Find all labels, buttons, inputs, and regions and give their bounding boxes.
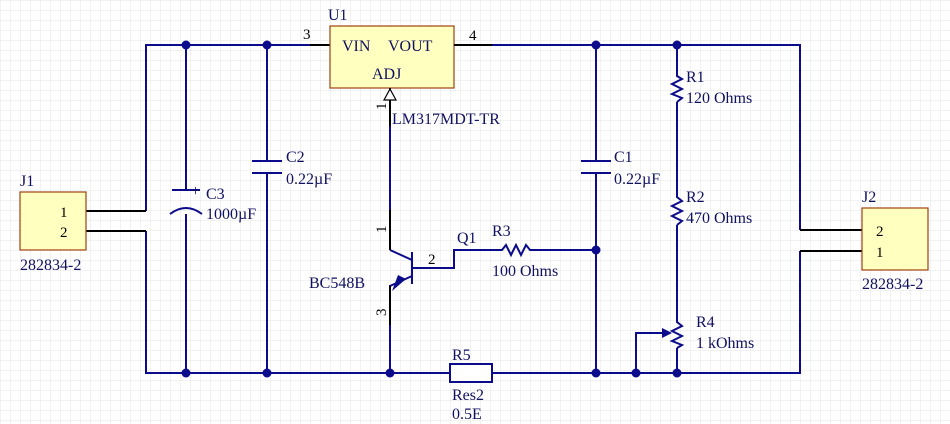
j1-connector[interactable]: J1 1 2 282834-2 bbox=[19, 173, 87, 274]
q1-pin1-number: 1 bbox=[374, 226, 390, 234]
j1-part-number: 282834-2 bbox=[20, 257, 81, 274]
junction-dot bbox=[181, 40, 191, 50]
c2-value: 0.22µF bbox=[286, 171, 332, 188]
r4-wiper-arrow-icon bbox=[662, 328, 672, 338]
r3-value: 100 Ohms bbox=[492, 263, 558, 280]
junction-dot bbox=[262, 40, 272, 50]
r3-resistor[interactable]: R3 100 Ohms bbox=[492, 223, 558, 280]
r2-designator: R2 bbox=[686, 189, 705, 206]
r5-body bbox=[449, 363, 493, 383]
q1-pin3-number: 3 bbox=[374, 309, 390, 317]
j2-connector[interactable]: J2 2 1 282834-2 bbox=[861, 189, 929, 293]
c3-polarity-mark: + bbox=[191, 183, 200, 200]
junction-dot bbox=[591, 40, 601, 50]
u1-pin1-number: 1 bbox=[374, 103, 390, 111]
q1-emitter-arrow-icon bbox=[392, 275, 406, 291]
r1-zigzag-icon bbox=[669, 72, 685, 103]
j1-designator: J1 bbox=[20, 173, 34, 190]
c3-designator: C3 bbox=[206, 186, 225, 203]
r2-zigzag-icon bbox=[669, 193, 685, 226]
c3-plate-negative bbox=[169, 207, 203, 215]
r4-value: 1 kOhms bbox=[696, 335, 754, 352]
u1-pin-vin-label: VIN bbox=[342, 38, 371, 55]
wire-r4-wiper bbox=[635, 332, 663, 373]
r3-designator: R3 bbox=[492, 223, 511, 240]
u1-part-number: LM317MDT-TR bbox=[392, 111, 500, 128]
j2-pin2-label: 2 bbox=[876, 224, 884, 240]
junction-dot bbox=[262, 368, 272, 378]
junction-dot bbox=[631, 368, 641, 378]
r1-resistor[interactable]: R1 120 Ohms bbox=[669, 69, 752, 107]
q1-transistor[interactable]: 1 2 3 Q1 BC548B bbox=[309, 210, 477, 325]
j2-designator: J2 bbox=[862, 189, 876, 206]
wire-output-rail bbox=[454, 44, 801, 230]
r2-value: 470 Ohms bbox=[686, 210, 752, 227]
r5-part: Res2 bbox=[452, 387, 484, 404]
junction-dot bbox=[385, 368, 395, 378]
c3-value: 1000µF bbox=[206, 206, 256, 223]
j2-body[interactable] bbox=[861, 207, 929, 271]
wires bbox=[145, 44, 801, 374]
u1-designator: U1 bbox=[328, 7, 348, 24]
junction-dot bbox=[672, 40, 682, 50]
connector-pins bbox=[86, 44, 862, 252]
junction-dot bbox=[672, 368, 682, 378]
u1-pin-vout-label: VOUT bbox=[388, 38, 433, 55]
r5-value: 0.5E bbox=[452, 406, 482, 423]
u1-adj-arrow-icon bbox=[382, 87, 398, 101]
junction-dot bbox=[591, 245, 601, 255]
u1-regulator[interactable]: U1 VIN VOUT ADJ 3 4 1 LM317MDT-TR bbox=[303, 7, 500, 128]
wire-ground-rail-left bbox=[145, 231, 450, 374]
r4-designator: R4 bbox=[696, 314, 715, 331]
c1-designator: C1 bbox=[614, 149, 633, 166]
junctions bbox=[181, 40, 682, 378]
c3-capacitor[interactable]: + C3 1000µF bbox=[169, 183, 256, 223]
c2-designator: C2 bbox=[286, 149, 305, 166]
j2-pin1-label: 1 bbox=[876, 245, 884, 261]
r3-zigzag-icon bbox=[497, 242, 535, 258]
r1-designator: R1 bbox=[686, 69, 705, 86]
r5-resistor[interactable]: R5 Res2 0.5E bbox=[449, 347, 493, 423]
j2-part-number: 282834-2 bbox=[862, 276, 923, 293]
j1-body[interactable] bbox=[19, 191, 87, 251]
j1-pin1-label: 1 bbox=[60, 205, 68, 221]
u1-pin3-number: 3 bbox=[303, 27, 311, 43]
junction-dot bbox=[591, 368, 601, 378]
r5-designator: R5 bbox=[452, 347, 471, 364]
q1-collector-line bbox=[389, 249, 413, 261]
wire-input-rail bbox=[145, 44, 310, 211]
q1-designator: Q1 bbox=[457, 230, 477, 247]
j1-pin2-label: 2 bbox=[60, 225, 68, 241]
r2-resistor[interactable]: R2 470 Ohms bbox=[669, 189, 752, 227]
u1-pin4-number: 4 bbox=[469, 28, 477, 44]
q1-part-number: BC548B bbox=[309, 275, 365, 292]
q1-pin2-number: 2 bbox=[428, 252, 436, 268]
junction-dot bbox=[181, 368, 191, 378]
c1-capacitor[interactable]: C1 0.22µF bbox=[581, 149, 660, 188]
r4-zigzag-icon bbox=[669, 318, 685, 349]
r4-potentiometer[interactable]: R4 1 kOhms bbox=[662, 314, 754, 352]
c1-value: 0.22µF bbox=[614, 171, 660, 188]
u1-pin-adj-label: ADJ bbox=[372, 66, 401, 83]
wire-q1-base bbox=[412, 249, 497, 269]
u1-body[interactable] bbox=[329, 25, 455, 89]
r1-value: 120 Ohms bbox=[686, 90, 752, 107]
c2-capacitor[interactable]: C2 0.22µF bbox=[252, 149, 332, 188]
